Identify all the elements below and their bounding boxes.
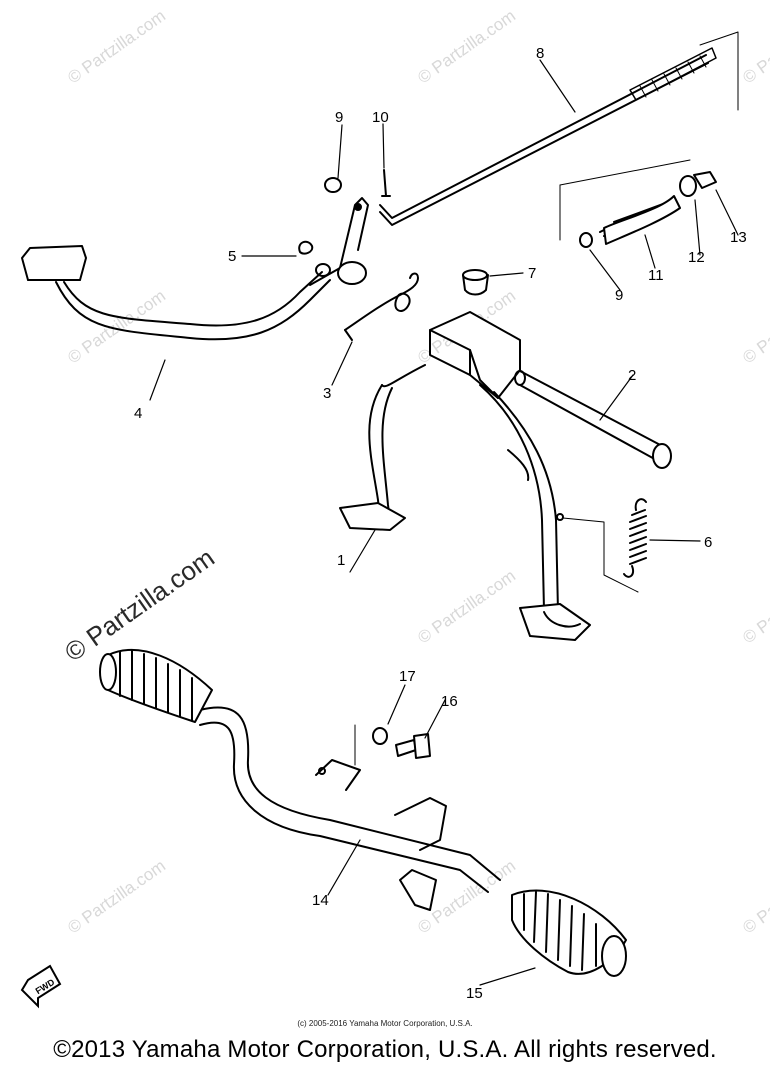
callout-15: 15 <box>466 985 483 1002</box>
washer <box>324 177 342 193</box>
return-spring <box>344 272 419 341</box>
pivot-shaft <box>514 370 672 469</box>
small-copyright: (c) 2005-2016 Yamaha Motor Corporation, … <box>297 1019 473 1028</box>
fwd-arrow-icon: FWD <box>20 964 62 1009</box>
callouts: 1 2 3 4 5 6 7 8 9 9 10 11 12 13 14 15 16… <box>134 45 747 1002</box>
main-stand <box>339 311 591 641</box>
bolt <box>395 733 431 759</box>
callout-4: 4 <box>134 405 142 422</box>
callout-7: 7 <box>528 265 536 282</box>
stand-spring <box>556 498 647 593</box>
brake-pedal <box>21 197 369 341</box>
adjuster-parts <box>559 159 717 248</box>
callout-10: 10 <box>372 109 389 126</box>
callout-8: 8 <box>536 45 544 62</box>
copyright-notice: ©2013 Yamaha Motor Corporation, U.S.A. A… <box>53 1036 717 1063</box>
callout-12: 12 <box>688 249 705 266</box>
leader-lines <box>149 59 739 986</box>
callout-9-right: 9 <box>615 287 623 304</box>
callout-16: 16 <box>441 693 458 710</box>
callout-6: 6 <box>704 534 712 551</box>
callout-14: 14 <box>312 892 329 909</box>
callout-2: 2 <box>628 367 636 384</box>
callout-17: 17 <box>399 668 416 685</box>
callout-1: 1 <box>337 552 345 569</box>
cap <box>462 269 489 296</box>
callout-9-left: 9 <box>335 109 343 126</box>
brake-rod <box>379 31 739 226</box>
callout-13: 13 <box>730 229 747 246</box>
spring-washer <box>372 727 388 745</box>
footrest-rubber-right <box>511 889 627 977</box>
footrest-rubber-left <box>99 648 213 723</box>
cotter-pin <box>381 169 391 197</box>
callout-3: 3 <box>323 385 331 402</box>
clip <box>298 240 314 255</box>
callout-11: 11 <box>648 267 664 284</box>
footrest-bar <box>199 706 501 911</box>
callout-5: 5 <box>228 248 236 265</box>
